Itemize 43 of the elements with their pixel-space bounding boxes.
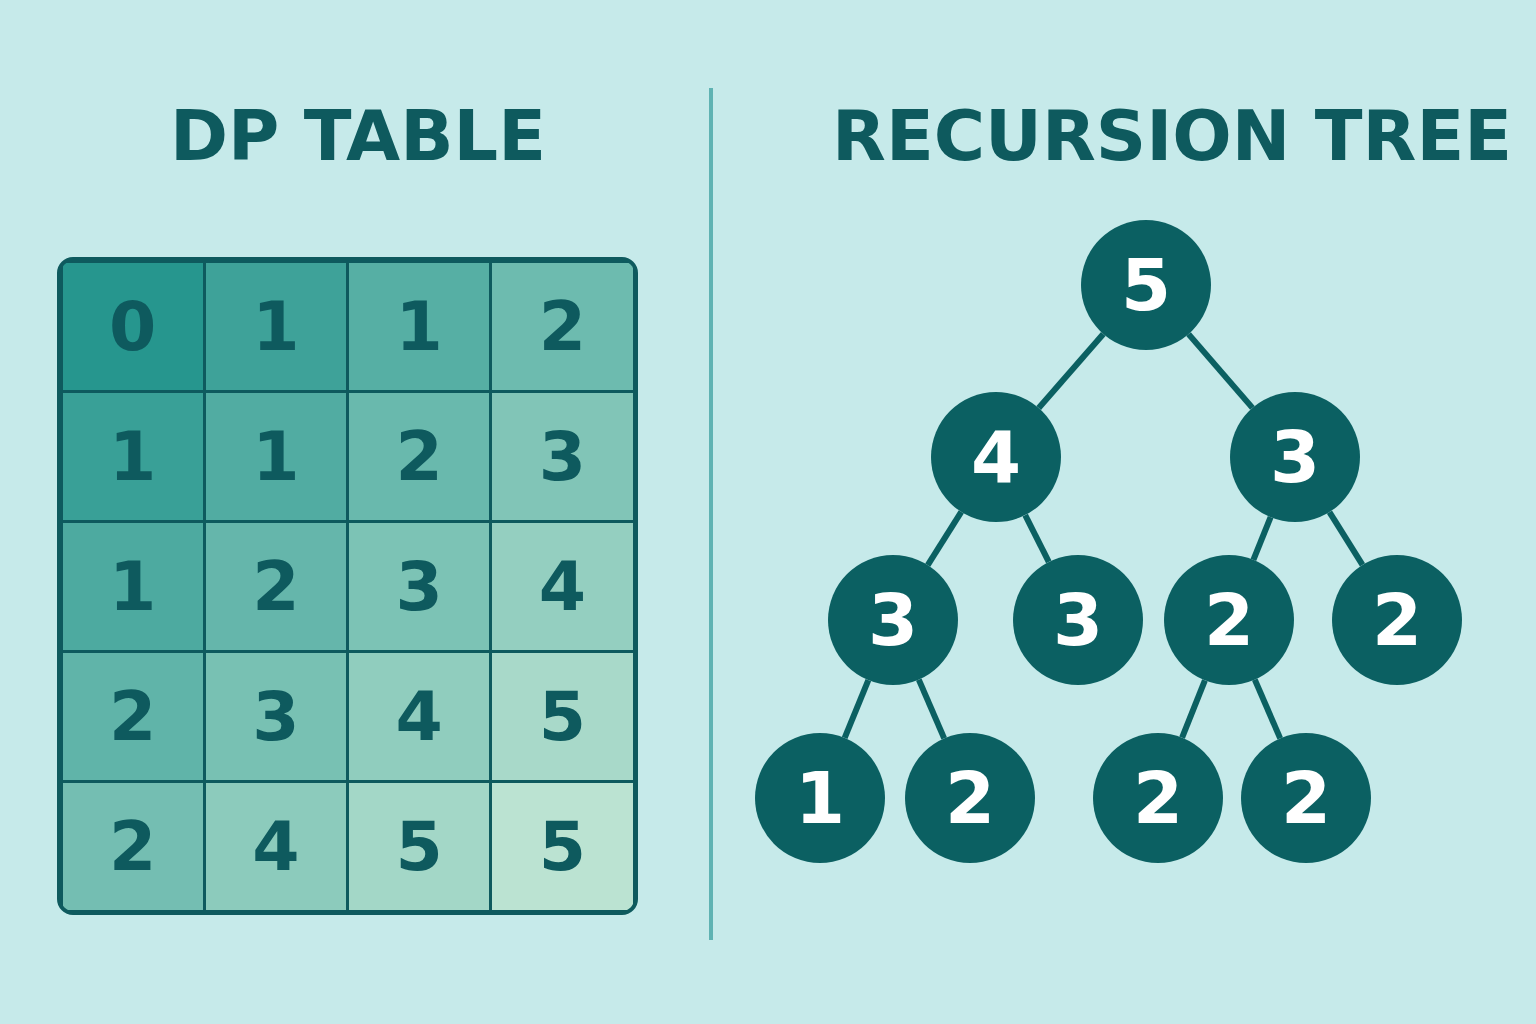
table-cell: 2: [349, 392, 490, 520]
node-value: 5: [1120, 243, 1172, 327]
tree-edge: [925, 510, 964, 567]
node-value: 2: [944, 756, 996, 840]
table-cell: 1: [62, 522, 203, 650]
table-cell: 2: [205, 522, 346, 650]
node-value: 3: [1269, 415, 1321, 499]
node-value: 2: [1132, 756, 1184, 840]
table-cell: 3: [205, 652, 346, 780]
table-cell: 5: [349, 782, 490, 910]
table-cell: 3: [492, 392, 633, 520]
tree-edge: [841, 679, 872, 739]
section-heading: DP TABLE: [170, 95, 547, 177]
node-value: 1: [794, 756, 846, 840]
table-cell: 3: [349, 522, 490, 650]
table-cell: 5: [492, 652, 633, 780]
node-value: 3: [1052, 578, 1104, 662]
table-cell: 4: [349, 652, 490, 780]
table-cell: 1: [205, 392, 346, 520]
table-cell: 0: [62, 262, 203, 390]
node-value: 2: [1371, 578, 1423, 662]
table-cell: 1: [205, 262, 346, 390]
table-cell: 5: [492, 782, 633, 910]
table-cell: 2: [492, 262, 633, 390]
table-cell: 4: [492, 522, 633, 650]
tree-edge: [916, 678, 947, 740]
node-value: 2: [1203, 578, 1255, 662]
tree-edge: [1186, 332, 1255, 410]
table-cell: 2: [62, 782, 203, 910]
node-value: 3: [867, 578, 919, 662]
tree-edge: [1250, 516, 1274, 561]
tree-edge: [1036, 332, 1106, 410]
table-cell: 1: [349, 262, 490, 390]
table-cell: 4: [205, 782, 346, 910]
table-cell: 2: [62, 652, 203, 780]
section-heading: RECURSION TREE: [832, 95, 1513, 177]
node-value: 2: [1280, 756, 1332, 840]
node-value: 4: [970, 415, 1022, 499]
tree-edge: [1326, 510, 1366, 567]
tree-edge: [1179, 679, 1208, 739]
table-cell: 1: [62, 392, 203, 520]
tree-edge: [1022, 513, 1052, 564]
tree-edge: [1252, 678, 1283, 740]
